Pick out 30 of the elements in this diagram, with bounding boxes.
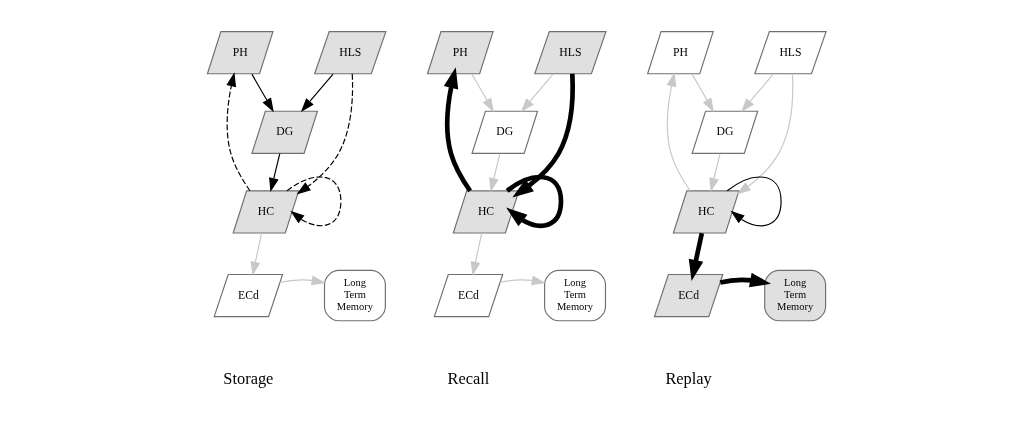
arrow <box>512 73 575 198</box>
arrow <box>709 153 721 193</box>
arrow <box>691 73 714 113</box>
arrow <box>471 73 494 113</box>
arrow <box>499 275 546 286</box>
arrow <box>226 72 251 192</box>
arrow <box>296 73 354 195</box>
arrow <box>279 275 326 286</box>
arrow <box>741 73 774 113</box>
arrow <box>489 153 501 193</box>
label: Storage <box>223 368 274 388</box>
label: Recall <box>447 368 490 388</box>
arrow <box>736 73 794 195</box>
arrow <box>505 174 564 228</box>
arrow <box>521 73 554 113</box>
arrow <box>250 232 263 276</box>
arrow <box>688 232 705 281</box>
arrow <box>300 73 334 113</box>
node-box: Long Term Memory <box>544 269 607 322</box>
arrow <box>470 232 483 276</box>
arrow <box>269 153 281 193</box>
node-box: Long Term Memory <box>764 269 827 322</box>
arrow <box>666 72 691 192</box>
arrow <box>251 73 274 113</box>
arrow <box>443 67 472 193</box>
arrow <box>286 176 342 227</box>
arrow <box>719 272 772 288</box>
label: Replay <box>665 368 712 388</box>
arrow <box>726 176 782 227</box>
node-box: Long Term Memory <box>323 269 386 322</box>
